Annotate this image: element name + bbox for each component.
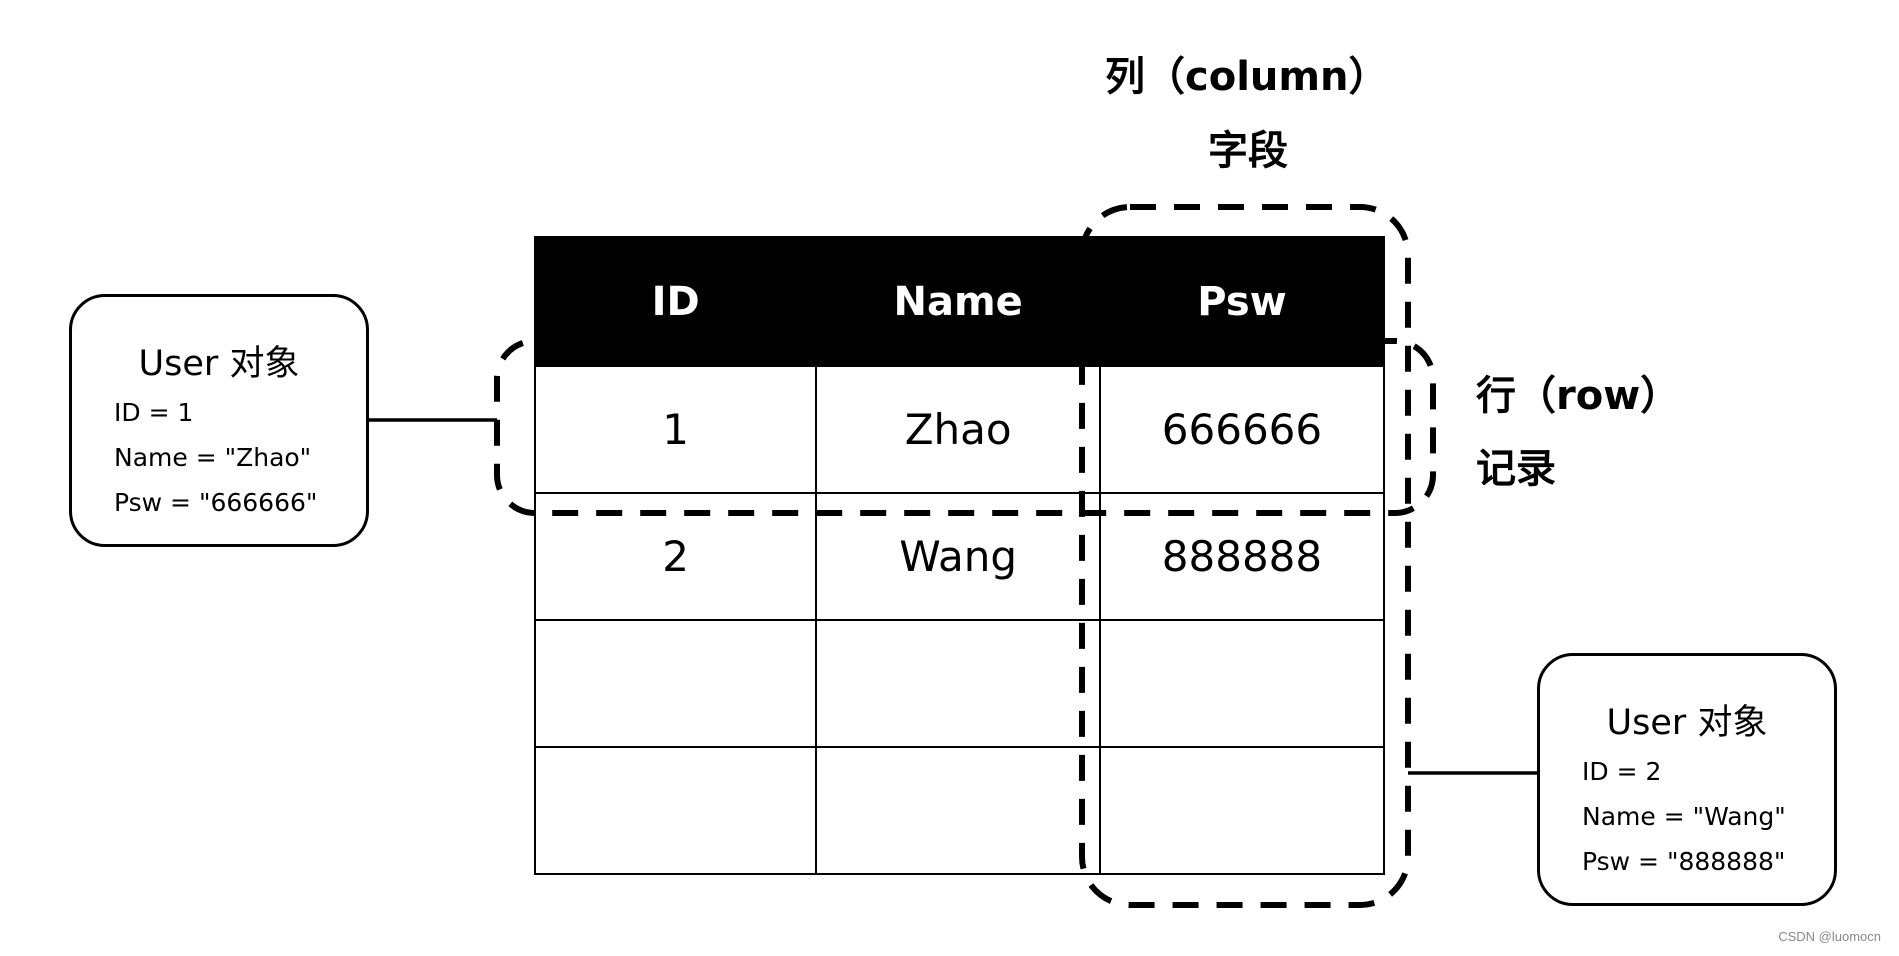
object-field-name: Name = "Zhao" bbox=[114, 443, 312, 472]
cell-name: Wang bbox=[815, 492, 1101, 621]
cell-id bbox=[533, 746, 818, 875]
cell-psw: 888888 bbox=[1098, 492, 1386, 621]
cell-id: 1 bbox=[533, 365, 818, 494]
object-field-psw: Psw = "666666" bbox=[114, 488, 318, 517]
object-field-psw: Psw = "888888" bbox=[1582, 847, 1786, 876]
field-label: 字段 bbox=[1208, 118, 1288, 176]
object-field-id: ID = 2 bbox=[1582, 757, 1662, 786]
column-label: 列（column） bbox=[1105, 44, 1389, 102]
object-title: User 对象 bbox=[138, 344, 300, 384]
cell-name bbox=[815, 619, 1101, 748]
table-header-row: ID Name Psw bbox=[533, 236, 1386, 367]
table-row: 2 Wang 888888 bbox=[533, 492, 1386, 621]
cell-name bbox=[815, 746, 1101, 875]
cell-id bbox=[533, 619, 818, 748]
object-field-id: ID = 1 bbox=[114, 398, 194, 427]
header-name: Name bbox=[815, 236, 1101, 367]
record-label: 记录 bbox=[1476, 436, 1556, 494]
record-label-text: 记录 bbox=[1476, 446, 1556, 492]
cell-name: Zhao bbox=[815, 365, 1101, 494]
table-row: 1 Zhao 666666 bbox=[533, 365, 1386, 494]
row-label: 行（row） bbox=[1476, 363, 1680, 421]
row-label-text: 行（row） bbox=[1476, 373, 1681, 419]
object-title: User 对象 bbox=[1606, 703, 1768, 743]
table-row bbox=[533, 619, 1386, 748]
cell-psw bbox=[1098, 619, 1386, 748]
table-row bbox=[533, 746, 1386, 875]
watermark: CSDN @luomocn bbox=[1778, 929, 1881, 944]
header-id: ID bbox=[533, 236, 818, 367]
user-object-box-2: User 对象 ID = 2 Name = "Wang" Psw = "8888… bbox=[1537, 653, 1837, 906]
cell-psw bbox=[1098, 746, 1386, 875]
header-psw: Psw bbox=[1098, 236, 1386, 367]
field-label-text: 字段 bbox=[1208, 128, 1288, 174]
cell-psw: 666666 bbox=[1098, 365, 1386, 494]
column-label-text: 列（column） bbox=[1105, 54, 1389, 100]
database-table: ID Name Psw 1 Zhao 666666 2 Wang 888888 bbox=[533, 236, 1386, 875]
cell-id: 2 bbox=[533, 492, 818, 621]
object-field-name: Name = "Wang" bbox=[1582, 802, 1786, 831]
user-object-box-1: User 对象 ID = 1 Name = "Zhao" Psw = "6666… bbox=[69, 294, 369, 547]
